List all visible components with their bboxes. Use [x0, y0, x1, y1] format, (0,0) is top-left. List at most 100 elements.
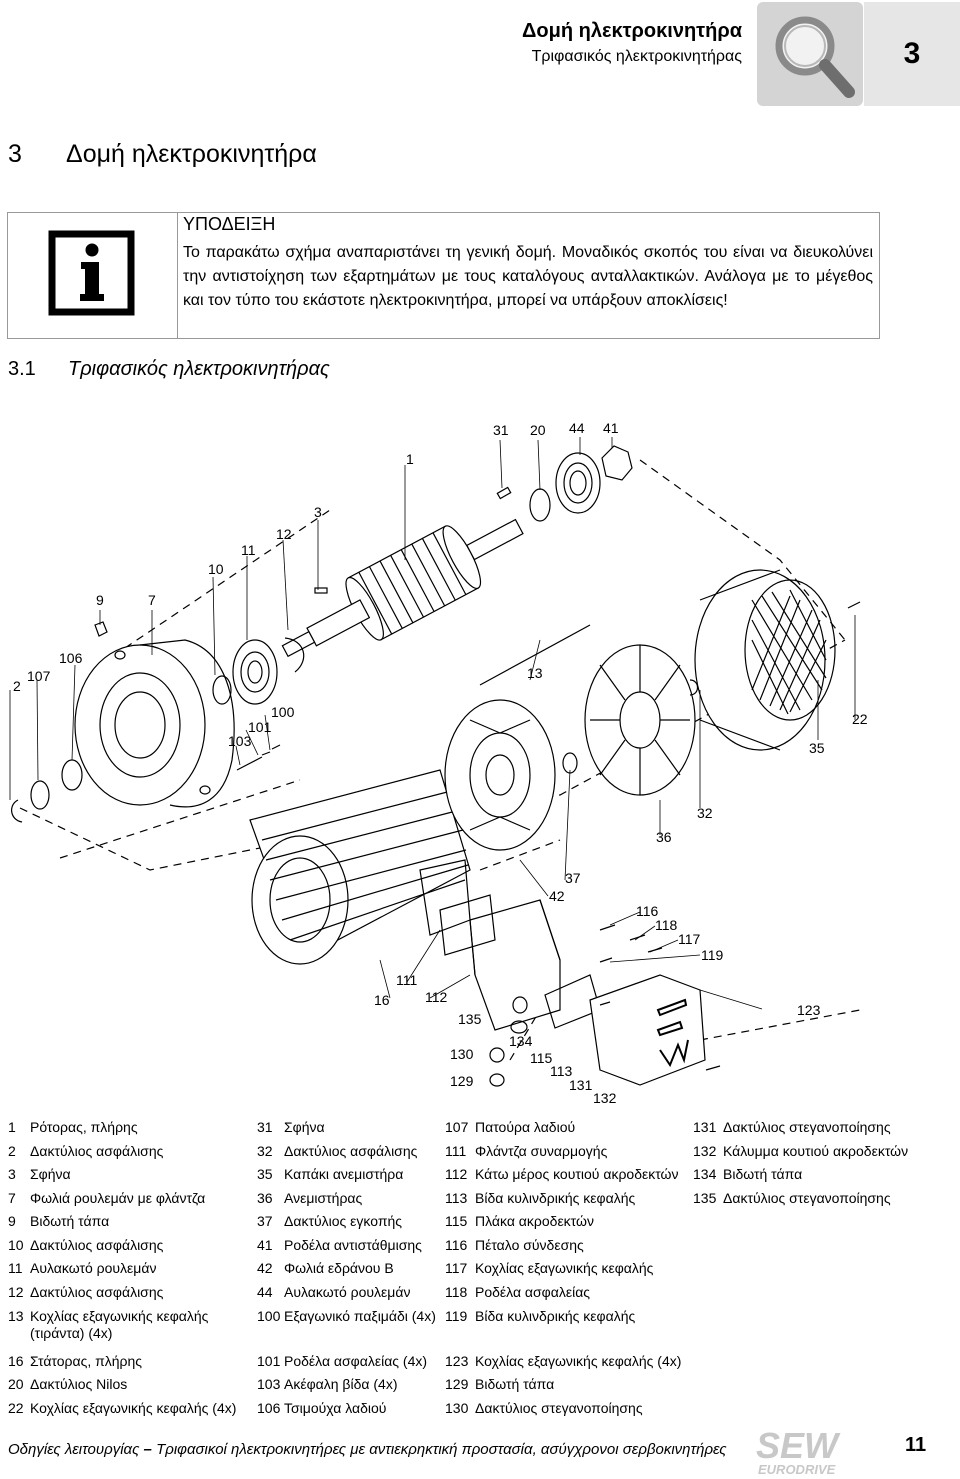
section-title: Τριφασικός ηλεκτροκινητήρας	[68, 358, 330, 380]
legend-number: 7	[8, 1190, 16, 1206]
legend-number: 100	[257, 1308, 281, 1324]
legend-text: Κοχλίας εξαγωνικής κεφαλής	[30, 1308, 209, 1324]
legend-text: Καπάκι ανεμιστήρα	[284, 1166, 404, 1182]
terminal-box-cover-132	[589, 974, 706, 1086]
legend-text: Σφήνα	[284, 1119, 325, 1135]
bolt-22	[847, 601, 861, 609]
callout-129: 129	[450, 1073, 474, 1089]
legend-text: Κοχλίας εξαγωνικής κεφαλής	[475, 1260, 654, 1276]
legend-number: 101	[257, 1353, 281, 1369]
endshield-b-42	[444, 699, 556, 851]
legend-text: Κοχλίας εξαγωνικής κεφαλής (4x)	[30, 1400, 237, 1416]
legend-number: 37	[257, 1213, 273, 1229]
callout-100: 100	[271, 704, 295, 720]
header-subtitle: Τριφασικός ηλεκτροκινητήρας	[531, 48, 742, 65]
legend-text: Ακέφαλη βίδα (4x)	[284, 1376, 398, 1392]
legend-number: 134	[693, 1166, 717, 1182]
legend-text: Κοχλίας εξαγωνικής κεφαλής (4x)	[475, 1353, 682, 1369]
bearing-44	[555, 452, 601, 514]
fan-guard-35	[694, 569, 836, 751]
legend-text: Πλάκα ακροδεκτών	[475, 1213, 594, 1229]
legend-number: 20	[8, 1376, 24, 1392]
bearing-11	[232, 639, 278, 705]
legend-number: 10	[8, 1237, 24, 1253]
oil-seal-106	[61, 759, 83, 791]
callout-112: 112	[425, 989, 448, 1005]
callout-115: 115	[530, 1050, 553, 1066]
legend-number: 116	[445, 1237, 468, 1253]
note-icon-cell	[7, 212, 178, 339]
legend-text: Τσιμούχα λαδιού	[284, 1400, 387, 1416]
legend-text: Βιδωτή τάπα	[30, 1213, 110, 1229]
callout-101: 101	[248, 719, 272, 735]
nilos-ring-20	[529, 488, 551, 522]
svg-text:SEW: SEW	[756, 1426, 841, 1466]
legend-number: 107	[445, 1119, 469, 1135]
header-title: Δομή ηλεκτροκινητήρα	[522, 20, 742, 42]
svg-text:EURODRIVE: EURODRIVE	[758, 1462, 836, 1476]
screw-plug-129	[489, 1073, 505, 1087]
legend-number: 36	[257, 1190, 273, 1206]
callout-10: 10	[208, 561, 224, 577]
legend-text: Ροδέλα ασφαλείας (4x)	[284, 1353, 428, 1369]
callout-12: 12	[276, 526, 292, 542]
legend-text: Φλάντζα συναρμογής	[475, 1143, 608, 1159]
note-text: Το παρακάτω σχήμα αναπαριστάνει τη γενικ…	[183, 244, 873, 309]
legend-number: 112	[445, 1166, 468, 1182]
legend-number: 12	[8, 1284, 24, 1300]
magnifier-icon	[757, 2, 863, 106]
callout-42: 42	[549, 888, 565, 904]
legend-number: 132	[693, 1143, 717, 1159]
info-icon	[48, 230, 135, 316]
legend-number: 22	[8, 1400, 24, 1416]
legend-text: Βιδωτή τάπα	[475, 1376, 555, 1392]
legend-text: Βίδα κυλινδρικής κεφαλής	[475, 1190, 636, 1206]
callout-7: 7	[148, 592, 156, 608]
legend-text-continued: (τιράντα) (4x)	[30, 1325, 113, 1341]
legend-text: Κάτω μέρος κουτιού ακροδεκτών	[475, 1166, 679, 1182]
legend-number: 9	[8, 1213, 16, 1229]
legend-number: 123	[445, 1353, 469, 1369]
key-31	[496, 486, 512, 500]
legend-number: 129	[445, 1376, 469, 1392]
tie-rod-13	[479, 624, 591, 686]
legend-text: Σφήνα	[30, 1166, 71, 1182]
callout-111: 111	[396, 972, 417, 988]
legend-number: 41	[257, 1237, 273, 1253]
page-number: 11	[905, 1434, 927, 1456]
callout-20: 20	[530, 422, 546, 438]
callout-1: 1	[406, 451, 414, 467]
callout-3: 3	[314, 504, 322, 520]
legend-number: 42	[257, 1260, 273, 1276]
callout-131: 131	[569, 1077, 593, 1093]
legend-text: Βίδα κυλινδρικής κεφαλής	[475, 1308, 636, 1324]
callout-103: 103	[228, 733, 252, 749]
oil-seal-seat-107	[30, 780, 50, 810]
callout-135: 135	[458, 1011, 482, 1027]
motor-exploded-diagram: 1 31 20 44 41 3 12 11 10 9 7 106 107 2 1…	[9, 420, 868, 1106]
legend-text: Δακτύλιος εγκοπής	[284, 1213, 403, 1229]
callout-13: 13	[527, 665, 543, 681]
callout-132: 132	[593, 1090, 617, 1106]
legend-text: Αυλακωτό ρουλεμάν	[30, 1260, 157, 1276]
seal-135	[512, 996, 528, 1014]
bolt-123	[705, 1065, 721, 1071]
legend-text: Φωλιά εδράνου B	[284, 1260, 394, 1276]
legend-text: Πέταλο σύνδεσης	[475, 1237, 584, 1253]
legend-text: Ανεμιστήρας	[284, 1190, 363, 1206]
chapter-tab: 3	[864, 2, 960, 106]
callout-117: 117	[678, 931, 701, 947]
legend-number: 44	[257, 1284, 273, 1300]
legend-number: 131	[693, 1119, 717, 1135]
chapter-title: Δομή ηλεκτροκινητήρα	[66, 140, 317, 168]
stator-16	[249, 769, 471, 965]
callout-113: 113	[550, 1063, 573, 1079]
footer-dash: –	[139, 1441, 157, 1458]
screw-plug-134	[510, 1020, 528, 1034]
legend-text: Δακτύλιος ασφάλισης	[30, 1284, 164, 1300]
callout-11: 11	[241, 542, 256, 558]
legend-number: 130	[445, 1400, 469, 1416]
legend-number: 13	[8, 1308, 24, 1324]
